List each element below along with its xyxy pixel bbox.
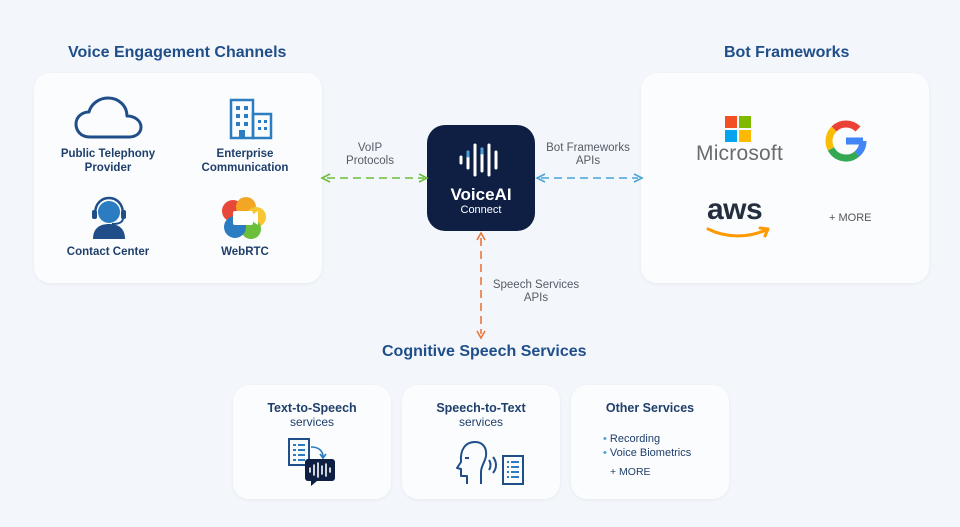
voiceai-sub: Connect [460,204,502,216]
channel-label: Enterprise [216,148,274,160]
tts-title-line: Text-to-Speech [267,401,357,415]
other-services-card [571,385,729,499]
bot-frameworks-card [641,73,929,283]
conn-label-line: Protocols [346,155,394,167]
microsoft-logo-icon [725,116,751,147]
conn-label-line: APIs [575,155,601,167]
other-services-title: Other Services [605,401,695,415]
aws-wordmark: aws [707,193,763,226]
voice-channels-card [34,73,322,283]
stt-title-line: services [458,415,503,429]
other-service-item: • Recording [603,433,661,445]
other-service-label: Voice Biometrics [609,447,692,459]
voice-channels-title: Voice Engagement Channels [68,44,287,61]
headset-agent-icon [90,196,128,244]
cloud-icon [74,95,144,146]
google-logo-icon [825,120,867,167]
bot-apis-label: Bot Frameworks APIs [538,142,638,168]
text-to-speech-icon [287,437,337,492]
channel-label: Provider [84,162,132,174]
microsoft-wordmark: Microsoft [696,142,783,165]
stt-title: Speech-to-Text services [402,401,560,429]
building-icon [229,98,273,145]
voiceai-brand: VoiceAI [450,185,512,204]
other-service-item: • Voice Biometrics [603,447,692,459]
voip-protocols-label: VoIP Protocols [330,142,410,168]
channel-public-telephony: Public Telephony Provider [52,147,164,175]
conn-label-line: APIs [523,292,549,304]
tts-title-line: services [289,415,334,429]
channel-label: Communication [201,162,289,174]
conn-label-line: VoIP [357,142,383,154]
voice-wave-icon [458,142,504,183]
conn-label-line: Bot Frameworks [546,142,630,154]
channel-contact-center: Contact Center [66,246,150,258]
other-service-label: Recording [609,433,661,445]
tts-title: Text-to-Speech services [233,401,391,429]
webrtc-icon [221,197,267,244]
bots-more: + MORE [829,212,872,224]
channel-label: Public Telephony [60,148,156,160]
conn-label-line: Speech Services [492,279,580,291]
channel-enterprise: Enterprise Communication [192,147,298,175]
other-services-more: + MORE [610,466,651,478]
speech-apis-label: Speech Services APIs [486,279,586,305]
channel-webrtc: WebRTC [221,246,269,258]
cognitive-speech-title: Cognitive Speech Services [382,343,587,360]
speech-to-text-icon [451,438,527,493]
aws-smile-icon [706,226,772,245]
bot-frameworks-title: Bot Frameworks [724,44,850,61]
voiceai-connect-tile: VoiceAI Connect [427,125,535,231]
stt-title-line: Speech-to-Text [436,401,526,415]
